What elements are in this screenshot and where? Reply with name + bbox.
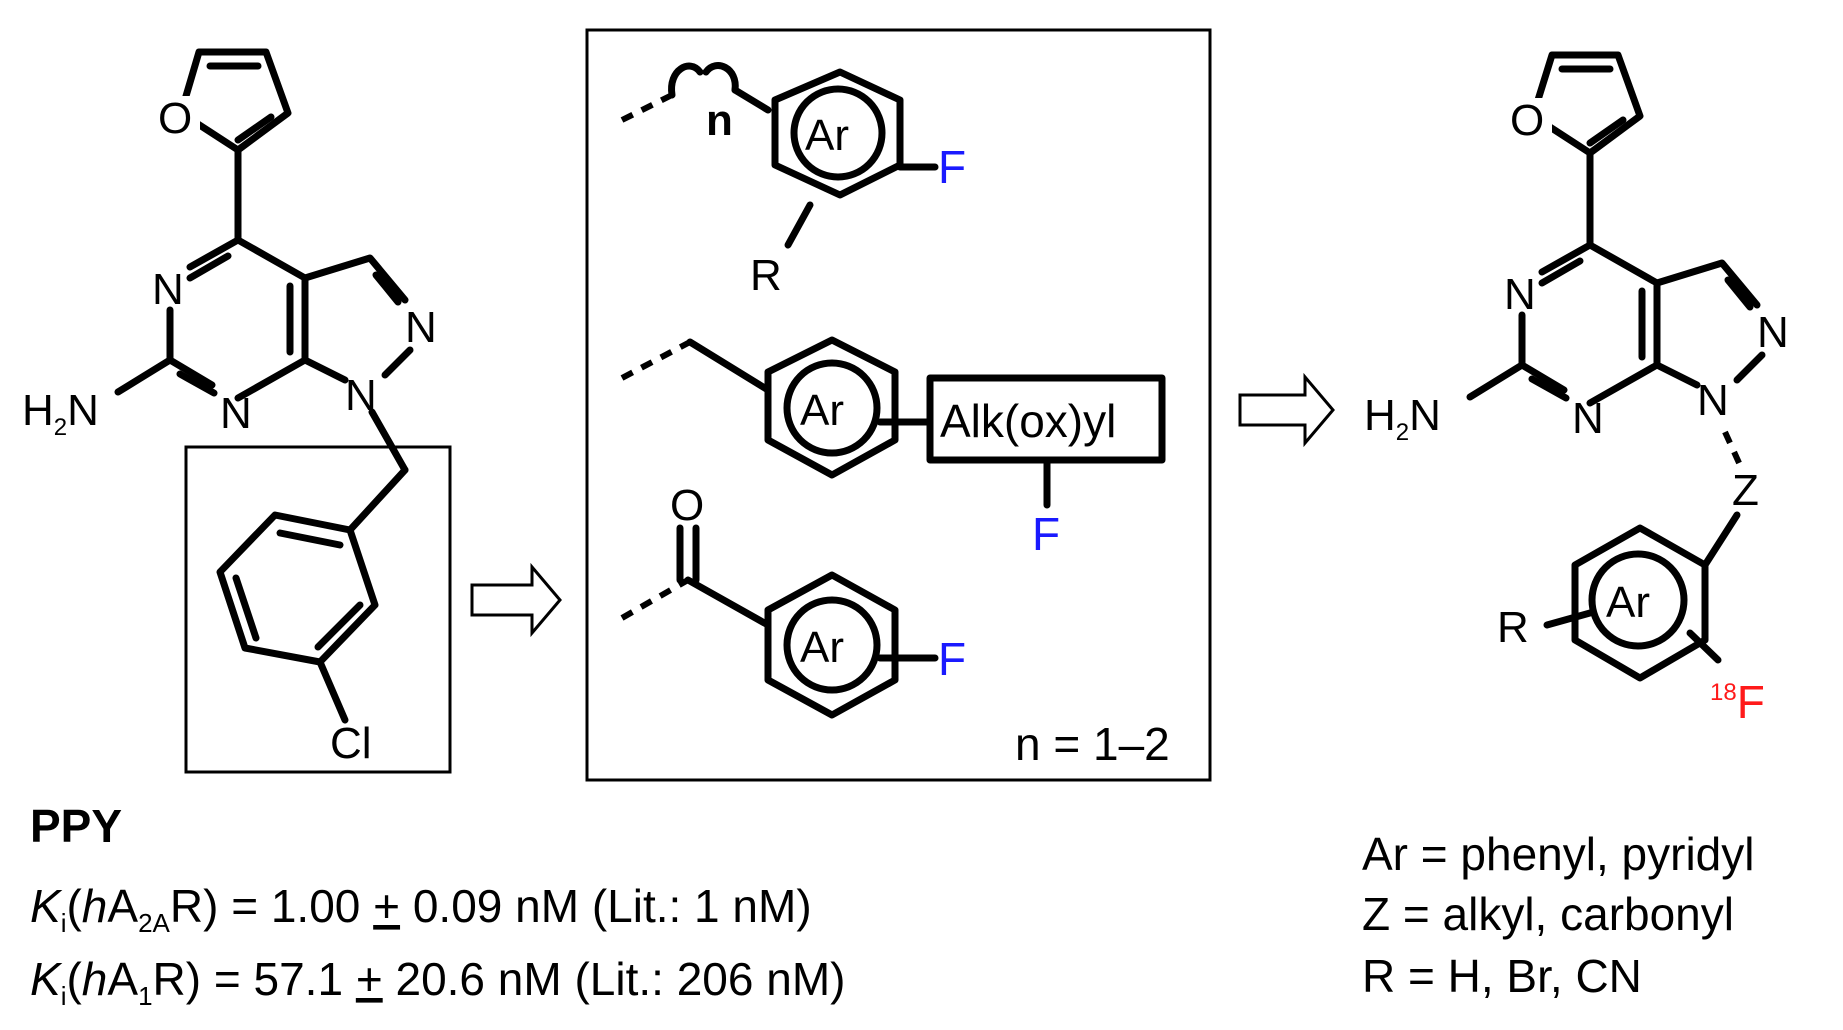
atom-R: R [1497, 603, 1529, 652]
right-arrow-icon [1238, 372, 1335, 448]
atom-N: N [152, 265, 184, 314]
amine-group: H2N [1364, 391, 1441, 446]
atom-F: F [938, 633, 966, 685]
atom-O: O [158, 94, 192, 143]
alkoxyl-label: Alk(ox)yl [940, 395, 1116, 447]
atom-N: N [1572, 394, 1604, 443]
ki-a2a-line: Ki(hA2AR) = 1.00 + 0.09 nM (Lit.: 1 nM) [30, 880, 812, 938]
atom-N: N [1504, 270, 1536, 319]
variant-alkyl-chain: n Ar F R [620, 62, 966, 300]
aryl-label: Ar [805, 111, 849, 160]
atom-Cl: Cl [330, 719, 372, 768]
target-structure: O N N N N H2N Z Ar R 18F [1364, 51, 1789, 728]
aryl-label: Ar [800, 623, 844, 672]
chlorobenzyl-highlight-box [184, 445, 452, 774]
compound-name: PPY [30, 800, 122, 852]
atom-N: N [1757, 308, 1789, 357]
aryl-label: Ar [800, 386, 844, 435]
repeat-range-note: n = 1–2 [1015, 718, 1170, 770]
right-arrow-icon [470, 562, 562, 638]
repeat-index: n [706, 96, 733, 145]
linker-Z: Z [1732, 466, 1759, 515]
atom-R: R [750, 251, 782, 300]
atom-N: N [220, 389, 252, 438]
amine-group: H2N [22, 386, 99, 441]
atom-F: F [1032, 508, 1060, 560]
atom-N: N [405, 303, 437, 352]
aryl-label: Ar [1606, 578, 1650, 627]
atom-O: O [670, 481, 704, 530]
legend-line: Z = alkyl, carbonyl [1362, 888, 1734, 940]
radiofluorine-18F: 18F [1710, 676, 1765, 728]
variant-alkoxyl-chain: Ar Alk(ox)yl F [620, 336, 1166, 560]
ppy-structure: O N N N N H2N Cl [22, 48, 452, 774]
legend-line: Ar = phenyl, pyridyl [1362, 828, 1754, 880]
substituent-variants-box [585, 28, 1212, 782]
legend-line: R = H, Br, CN [1362, 950, 1642, 1002]
variant-carbonyl: O Ar F [620, 481, 966, 719]
ki-a1-line: Ki(hA1R) = 57.1 + 20.6 nM (Lit.: 206 nM) [30, 953, 845, 1011]
atom-O: O [1510, 96, 1544, 145]
atom-F: F [938, 141, 966, 193]
atom-N: N [1697, 376, 1729, 425]
